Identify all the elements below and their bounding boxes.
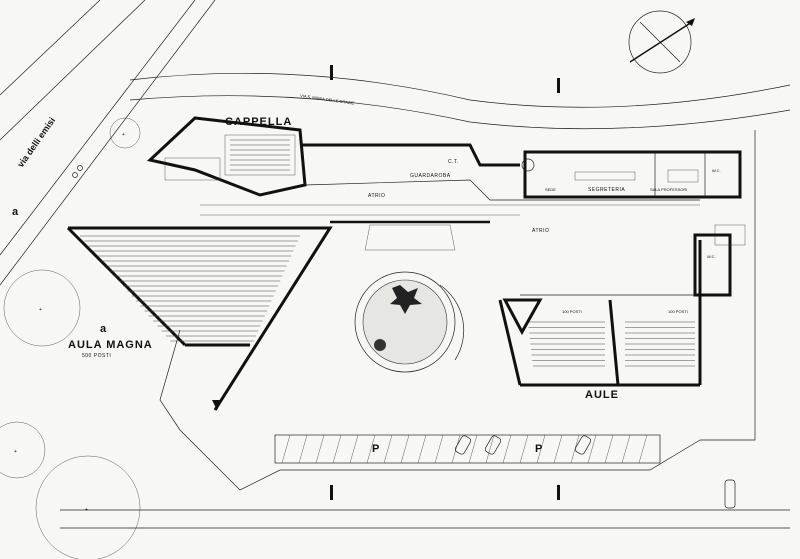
cloakroom-label: GUARDAROBA: [410, 173, 451, 179]
tree-icon: +: [0, 421, 46, 479]
parking-label: P: [372, 443, 380, 455]
parking-stripe: [502, 434, 512, 464]
parking-stripe: [383, 434, 393, 464]
classrooms: [498, 240, 702, 387]
corridor: [304, 179, 700, 201]
parking-stripe: [604, 434, 614, 464]
section-marker-icon: [557, 485, 560, 500]
parking-stripe: [281, 434, 291, 464]
road-edge: [0, 0, 101, 96]
road-left-label: via delli emisi: [15, 115, 57, 169]
classroom-seats-label: 100 POSTI: [562, 309, 582, 314]
site-boundary: [159, 329, 701, 491]
chapel-label: CAPPELLA: [225, 116, 292, 128]
tree-icon: +: [35, 455, 141, 559]
parking-area: [274, 434, 736, 509]
parking-label: P: [535, 443, 543, 455]
classrooms-label: AULE: [585, 389, 619, 401]
wc-label: W.C.: [707, 254, 716, 259]
fountain: [354, 271, 465, 373]
parking-stripe: [587, 434, 597, 464]
section-marker-icon: [330, 485, 333, 500]
road-edge: [0, 0, 216, 286]
tree-icon: +: [3, 269, 81, 347]
parking-stripe: [638, 434, 648, 464]
parking-stripe: [621, 434, 631, 464]
wc-label: W.C.: [712, 168, 721, 173]
parking-stripe: [553, 434, 563, 464]
section-marker-label: a: [12, 206, 19, 218]
top-road-edge: [129, 95, 791, 130]
svg-text:+: +: [122, 132, 125, 138]
tree-icon: +: [109, 117, 141, 149]
main-hall-seats-label: 500 POSTI: [82, 353, 111, 359]
secretariat-label: SEGRETERIA: [588, 187, 625, 193]
admin-wing: [521, 150, 742, 199]
atrium-label: ATRIO: [532, 228, 549, 234]
parking-stripe: [519, 434, 529, 464]
service-block: [693, 224, 746, 297]
section-marker-icon: [557, 78, 560, 93]
top-road-edge: [129, 73, 791, 108]
parking-stripe: [332, 434, 342, 464]
parking-stripe: [485, 434, 495, 464]
site-boundary: [700, 130, 756, 441]
road-markers: [72, 165, 83, 178]
section-marker-icon: [330, 65, 333, 80]
professors-label: SALA PROFESSORI: [650, 187, 687, 192]
parking-stripe: [434, 434, 444, 464]
road-edge: [0, 0, 196, 256]
seat-label: SEDE: [545, 187, 556, 192]
road-top-label: VIA S. MARIA DELLE GRAZIE: [300, 93, 355, 106]
parking-stripe: [349, 434, 359, 464]
parking-stripe: [298, 434, 308, 464]
classroom-seats-label: 100 POSTI: [668, 309, 688, 314]
parking-stripe: [315, 434, 325, 464]
parking-stripe: [468, 434, 478, 464]
svg-text:+: +: [39, 307, 42, 313]
parking-stripe: [451, 434, 461, 464]
parking-stripe: [366, 434, 376, 464]
parking-stripe: [417, 434, 427, 464]
road-edge: [0, 0, 146, 141]
corridor: [300, 143, 520, 167]
atrium-steps: [364, 224, 456, 251]
section-marker-label: a: [100, 323, 107, 335]
main-hall-label: AULA MAGNA: [68, 339, 153, 351]
svg-text:+: +: [14, 449, 17, 455]
atrium-label: ATRIO: [368, 193, 385, 199]
parking-stripe: [400, 434, 410, 464]
parking-stripe: [536, 434, 546, 464]
north-arrow-icon: [628, 10, 695, 74]
main-hall: [66, 226, 333, 411]
ct-label: C.T.: [448, 159, 459, 165]
chapel: [146, 116, 307, 197]
